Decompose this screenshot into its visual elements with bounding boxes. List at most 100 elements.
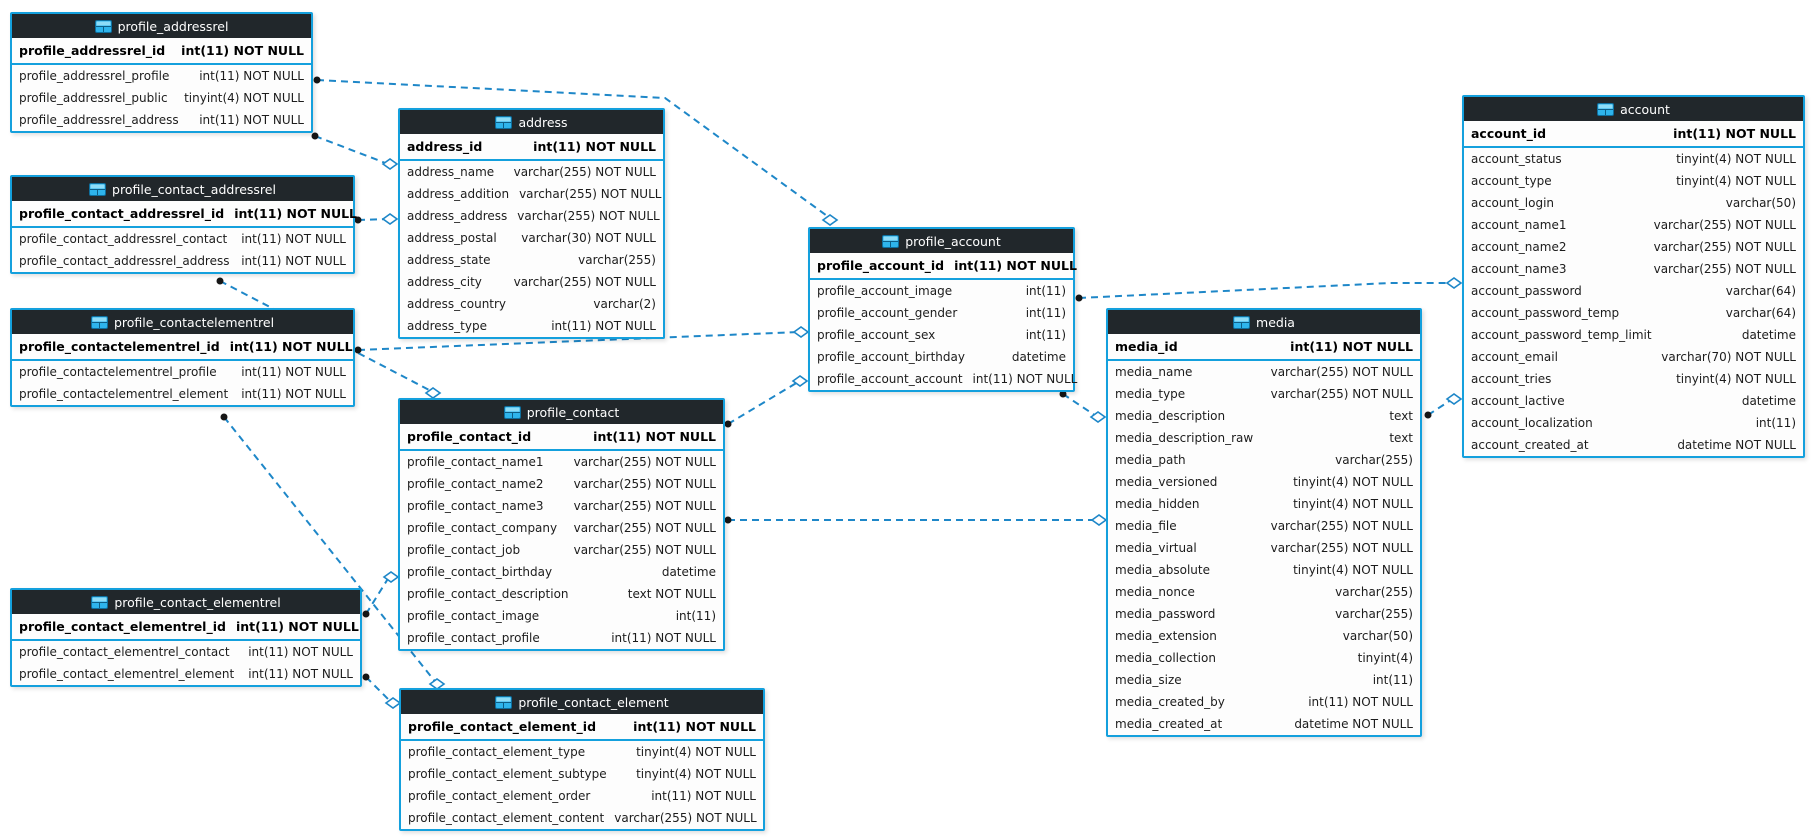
table-header-profile_contact[interactable]: profile_contact	[400, 400, 723, 424]
table-header-profile_contact_element[interactable]: profile_contact_element	[401, 690, 763, 714]
fk-profile_addressrel_profile-to-profile_account[interactable]	[316, 79, 831, 219]
fk-profile_account_account-to-account[interactable]	[1078, 282, 1451, 299]
fk-media_created_by-to-account[interactable]	[1427, 399, 1452, 416]
table-header-media[interactable]: media	[1108, 310, 1420, 334]
fk-profile_contact_elementrel_contact-to-profile_contact[interactable]	[365, 576, 390, 615]
table-header-address[interactable]: address	[400, 110, 663, 134]
table-header-profile_contact_elementrel[interactable]: profile_contact_elementrel	[12, 590, 360, 614]
fk-profile_contact_elementrel_element-to-profile_contact_element[interactable]	[365, 676, 392, 703]
table-header-account[interactable]: account	[1464, 97, 1803, 121]
table-header-profile_contactelementrel[interactable]: profile_contactelementrel	[12, 310, 353, 334]
fk-profile_contact_profile-to-profile_account[interactable]	[727, 381, 799, 425]
table-header-profile_account[interactable]: profile_account	[810, 229, 1073, 253]
fk-profile_account_image-to-media[interactable]	[1062, 393, 1097, 417]
fk-profile_contactelementrel_profile-to-profile_account[interactable]	[357, 331, 800, 351]
fk-profile_addressrel_address-to-address[interactable]	[314, 135, 389, 165]
table-header-profile_addressrel[interactable]: profile_addressrel	[12, 14, 311, 38]
